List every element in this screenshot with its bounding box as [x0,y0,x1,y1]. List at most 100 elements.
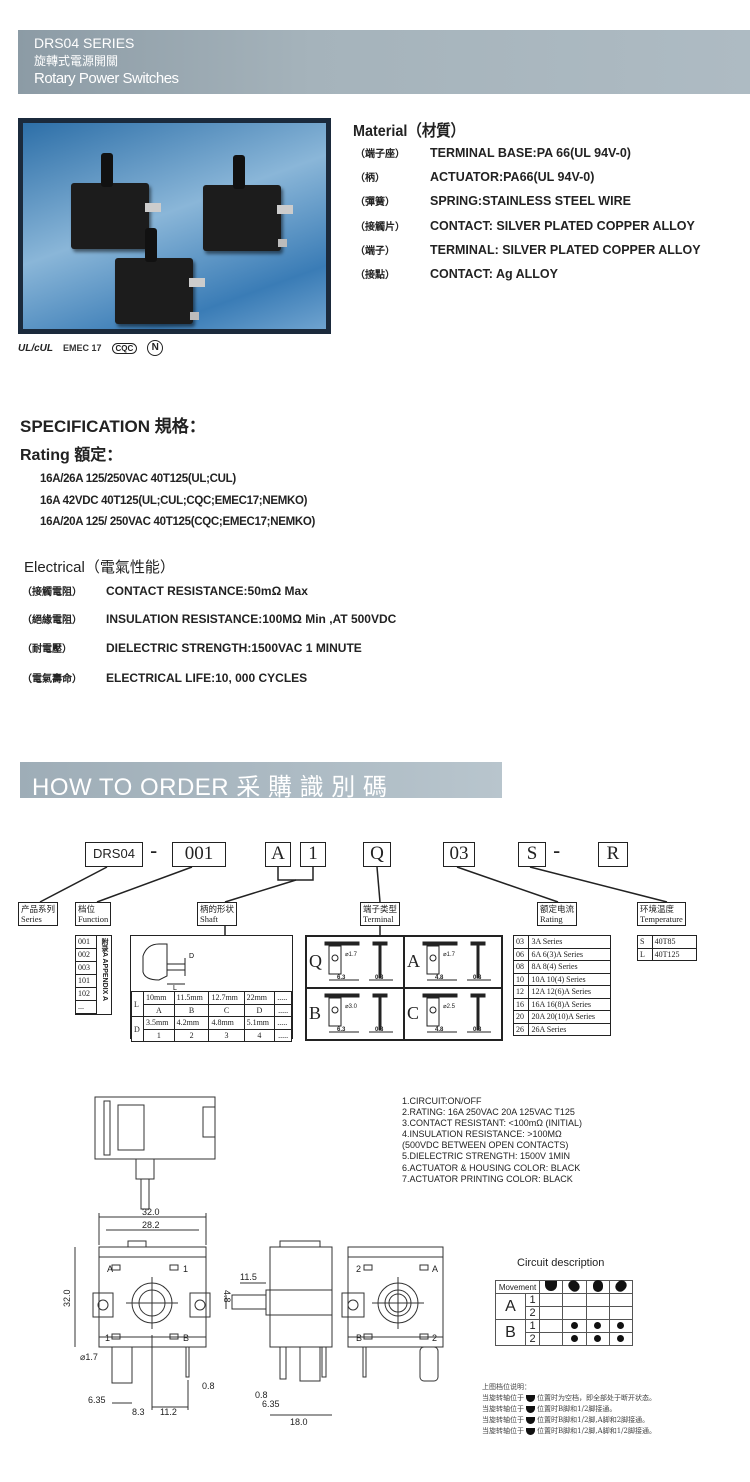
circuit-cell [538,1293,564,1307]
electrical-row: （耐電壓）DIELECTRIC STRENGTH:1500VAC 1 MINUT… [22,640,362,655]
emec-logo: EMEC 17 [63,343,102,353]
circuit-note: 当旋转轴位于位置时为空档，即全部处于断开状态。 [482,1393,656,1404]
contact-dot [594,1335,602,1342]
circuit-note-prefix: 当旋转轴位于 [482,1394,524,1402]
shaft-code: 3 [208,1028,245,1042]
function-code: 003 [76,962,96,975]
electrical-value: INSULATION RESISTANCE:100MΩ Min ,AT 500V… [106,612,397,626]
rating-row-cell: 26A Series [528,1022,611,1036]
dim-side-tab: 6.35 [262,1399,280,1409]
rating-row-cell: 6A 6(3)A Series [528,947,611,961]
category-zh: 环境温度 [640,904,675,914]
position-1-icon [538,1280,564,1294]
dim-side-thickness: 0.8 [255,1390,268,1400]
dim-pin-thickness: 0.8 [202,1381,215,1391]
material-value: CONTACT: Ag ALLOY [430,267,558,281]
shaft-value: ..... [274,1016,292,1030]
terminal-thickness: 0.8 [473,1027,482,1033]
circuit-group-label: B [495,1319,526,1346]
code-function: 001 [172,842,226,867]
code-temperature: S [518,842,546,867]
code-series: DRS04 [85,842,143,867]
shaft-value: 3.5mm [143,1016,175,1030]
category-zh: 档位 [78,904,96,914]
position-2-icon [562,1278,587,1294]
code-terminal: Q [363,842,391,867]
material-value: TERMINAL: SILVER PLATED COPPER ALLOY [430,242,701,257]
title-en: Rotary Power Switches [34,70,179,87]
category-en: Function [78,914,109,924]
cqc-logo: CQC [111,342,138,354]
circuit-row-label: 2 [525,1306,540,1320]
rating-line: 16A/26A 125/250VAC 40T125(UL;CUL) [40,473,236,485]
circuit-note-text: 位置时B脚和1/2脚,A脚和1/2脚接通。 [537,1427,656,1435]
terminal-type-c: C ⌀2.5 4.8 0.8 [404,988,502,1040]
rating-row-cell: 16A 16(8)A Series [528,997,611,1011]
dim-pin-offset: 11.2 [160,1407,177,1417]
terminal-width: 6.3 [337,1027,346,1033]
terminal-thickness: 0.8 [375,975,384,981]
terminal-width: 4.8 [435,1027,444,1033]
temperature-row-cell: L [637,947,653,961]
circuit-header-row: Movement [495,1278,634,1294]
position-3-icon [585,1280,610,1294]
shaft-value: 12.7mm [208,991,245,1005]
electrical-row: （絕緣電阻） INSULATION RESISTANCE:100MΩ Min ,A… [22,611,396,626]
terminal-hole: ⌀2.5 [443,1004,455,1010]
circuit-cell [562,1293,587,1307]
knob-position-icon [613,1278,629,1294]
category-en: Temperature [640,914,683,924]
electrical-value: DIELECTRIC STRENGTH:1500VAC 1 MINUTE [106,641,362,655]
circuit-cell [585,1293,610,1307]
shaft-row-label: D [130,1016,145,1042]
circuit-notes: 上图档位说明：当旋转轴位于位置时为空档，即全部处于断开状态。当旋转轴位于位置时B… [482,1382,656,1437]
material-zh: （彈簧） [355,197,395,209]
dim-shaft-diameter: 4.8 [222,1290,232,1303]
knob-position-icon [566,1278,583,1294]
function-code: 002 [76,949,96,962]
function-code: ... [76,1001,96,1014]
electrical-title: Electrical（電氣性能） [24,559,175,576]
shaft-code: C [208,1003,245,1017]
material-value: CONTACT: SILVER PLATED COPPER ALLOY [430,218,695,233]
category-zh: 产品系列 [21,904,56,914]
code-suffix: R [598,842,628,867]
shaft-code: ..... [274,1003,292,1017]
code-dash: - [150,838,158,863]
shaft-code: A [143,1003,175,1017]
rating-row-cell: 20 [512,1010,530,1024]
dim-L-label: L [173,985,177,991]
knob-position-icon [526,1416,535,1424]
terminal-label: A [107,1264,113,1274]
circuit-cell [538,1319,564,1333]
electrical-zh: （絕緣電阻） [22,615,82,626]
shaft-row-label: L [130,991,145,1017]
circuit-cell [608,1293,634,1307]
product-photo [18,118,331,334]
shaft-value: 10mm [143,991,175,1005]
circuit-cell [585,1319,610,1333]
circuit-row-label: 2 [525,1332,540,1346]
switch-image [71,153,161,249]
rating-row-cell: 26 [512,1022,530,1036]
material-zh: （端子） [355,245,395,257]
electrical-value: ELECTRICAL LIFE:10, 000 CYCLES [106,671,308,685]
circuit-cell [608,1332,634,1346]
terminal-label: 2 [356,1264,361,1274]
category-zh: 额定电流 [540,904,575,914]
terminal-code: C [407,1003,420,1023]
